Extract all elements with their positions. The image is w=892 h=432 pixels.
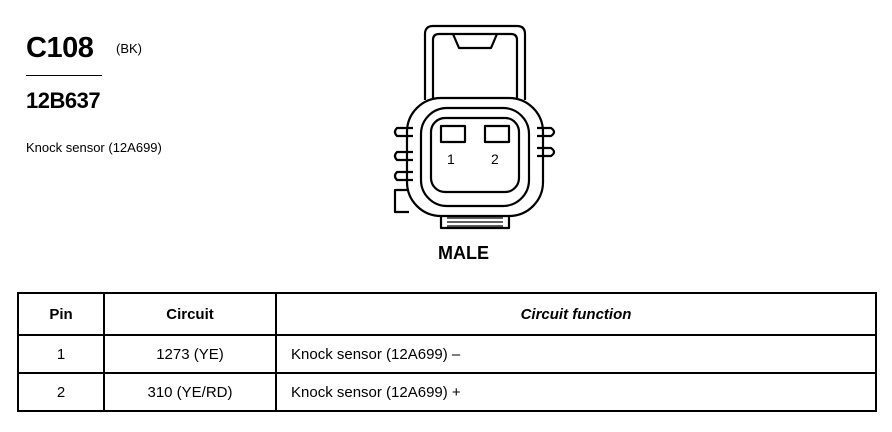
pinout-table: Pin Circuit Circuit function 1 1273 (YE)…: [17, 292, 877, 412]
pin-2-label: 2: [491, 151, 499, 167]
color-code: (BK): [116, 41, 142, 56]
circuit-cell: 310 (YE/RD): [103, 372, 277, 412]
connector-skirt: [439, 216, 511, 230]
right-ribs: [537, 126, 556, 158]
header-pin: Pin: [17, 292, 105, 336]
pin-1-terminal: [439, 124, 467, 144]
function-cell: Knock sensor (12A699) –: [275, 334, 877, 374]
pin-cell: 2: [17, 372, 105, 412]
table-row: 2 310 (YE/RD) Knock sensor (12A699) +: [17, 372, 877, 412]
table-row: 1 1273 (YE) Knock sensor (12A699) –: [17, 334, 877, 374]
circuit-cell: 1273 (YE): [103, 334, 277, 374]
connector-drawing: 1 2: [393, 24, 556, 230]
connector-body-outer: [405, 96, 545, 218]
pin-cavity: [429, 116, 521, 194]
connector-latch-inner: [431, 32, 519, 100]
connector-id-underline: [26, 75, 102, 76]
connector-gender-label: MALE: [438, 243, 489, 263]
left-ribs: [393, 126, 413, 214]
header-circuit-function: Circuit function: [275, 292, 877, 336]
header-circuit: Circuit: [103, 292, 277, 336]
table-header-row: Pin Circuit Circuit function: [17, 292, 877, 336]
connector-body-inner: [419, 106, 531, 208]
connector-id: C108: [26, 32, 94, 64]
function-cell: Knock sensor (12A699) +: [275, 372, 877, 412]
latch-notch: [451, 33, 499, 50]
connector-description: Knock sensor (12A699): [26, 140, 162, 155]
connector-latch: [423, 24, 527, 100]
pin-2-terminal: [483, 124, 511, 144]
pin-1-label: 1: [447, 151, 455, 167]
pin-cell: 1: [17, 334, 105, 374]
part-number: 12B637: [26, 88, 101, 113]
